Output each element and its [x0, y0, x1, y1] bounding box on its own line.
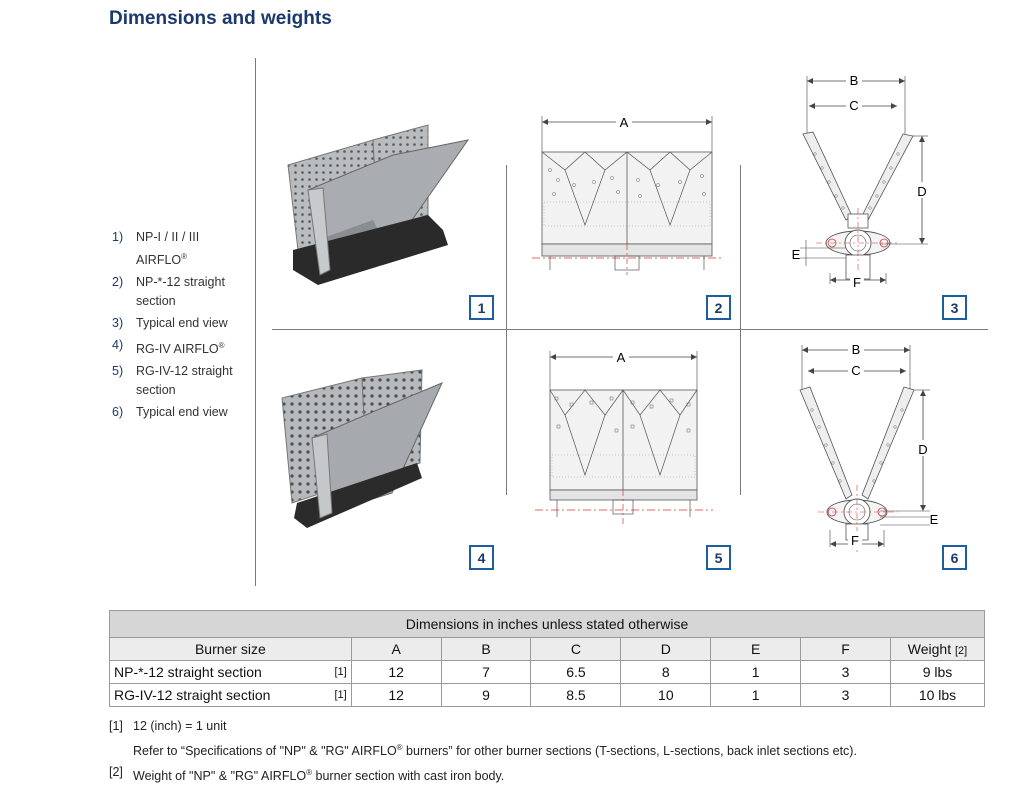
cell-a: 12	[350, 660, 442, 684]
footnote: [1] 12 (inch) = 1 unit	[109, 716, 989, 737]
dimension-label-b: B	[852, 342, 861, 357]
grid-divider-vertical	[740, 165, 741, 495]
legend-item: 6) Typical end view	[112, 403, 252, 422]
footnote-key: [1]	[109, 719, 123, 733]
legend-label: NP-*-12 straight section	[136, 275, 225, 309]
footnotes: [1] 12 (inch) = 1 unit Refer to “Specifi…	[109, 716, 989, 786]
np-end-view-drawing: B C D E F	[792, 72, 929, 290]
panel-number: 6	[942, 545, 967, 570]
dimension-label-a: A	[620, 115, 629, 130]
column-header: A	[350, 637, 442, 661]
burner-photo-rg	[281, 369, 443, 528]
dimension-label-a: A	[617, 350, 626, 365]
legend-number: 1)	[112, 230, 124, 244]
legend-number: 2)	[112, 275, 124, 290]
legend-number: 4)	[112, 338, 124, 353]
legend-number: 5)	[112, 364, 124, 379]
column-header: C	[530, 637, 622, 661]
column-header: D	[620, 637, 712, 661]
dimension-label-c: C	[851, 363, 860, 378]
dimension-label-e: E	[792, 247, 801, 262]
table-row: RG-IV-12 straight section [1] 12 9 8.5 10…	[109, 683, 985, 707]
rg-end-view-drawing: B C D E F	[799, 341, 939, 553]
dimension-label-b: B	[850, 73, 859, 88]
legend-item: 4) RG-IV AIRFLO®	[112, 336, 252, 359]
legend-label: Typical end view	[136, 405, 228, 420]
footnote: [2] Weight of "NP" & "RG" AIRFLO® burner…	[109, 762, 989, 786]
cell-b: 9	[440, 683, 532, 707]
registered-mark: ®	[181, 252, 188, 261]
cell-e: 1	[710, 683, 802, 707]
footnote-ref: [1]	[334, 689, 347, 701]
column-header-weight: Weight [2]	[890, 637, 985, 661]
legend-item: 5) RG-IV-12 straight section	[112, 362, 252, 400]
footnote-text: Refer to “Specifications of "NP" & "RG" …	[133, 743, 857, 759]
table-caption: Dimensions in inches unless stated other…	[109, 610, 985, 638]
panel-number: 2	[706, 295, 731, 320]
legend-label: Typical end view	[136, 316, 228, 331]
np-straight-section-drawing: A	[532, 113, 722, 275]
cell-c: 6.5	[530, 660, 622, 684]
legend-item: 1) NP-I / II / III AIRFLO®	[112, 228, 252, 270]
registered-mark: ®	[306, 768, 313, 778]
legend-label: NP-I / II / III AIRFLO	[136, 230, 200, 268]
cell-weight: 10 lbs	[890, 683, 985, 707]
footnote-ref: [2]	[955, 645, 968, 657]
legend-item: 3) Typical end view	[112, 314, 252, 333]
dimension-label-c: C	[849, 98, 858, 113]
cell-f: 3	[800, 660, 892, 684]
footnote-text: Weight of "NP" & "RG" AIRFLO® burner sec…	[133, 768, 505, 784]
cell-f: 3	[800, 683, 892, 707]
registered-mark: ®	[218, 341, 225, 351]
table-header-row: Burner size A B C D E F Weight [2]	[109, 637, 985, 661]
rg-straight-section-drawing: A	[535, 348, 713, 527]
grid-divider-horizontal	[272, 329, 988, 330]
column-header: F	[800, 637, 892, 661]
legend-item: 2) NP-*-12 straight section	[112, 273, 252, 311]
burner-photo-np	[287, 124, 470, 285]
cell-weight: 9 lbs	[890, 660, 985, 684]
column-header: B	[440, 637, 532, 661]
dimensions-table: Dimensions in inches unless stated other…	[109, 610, 985, 707]
grid-divider-vertical	[506, 165, 507, 495]
footnote-key: [2]	[109, 765, 123, 780]
footnote-ref: [1]	[334, 666, 347, 678]
footnote-text: 12 (inch) = 1 unit	[133, 719, 227, 733]
dimension-label-f: F	[851, 533, 859, 548]
panel-number: 5	[706, 545, 731, 570]
cell-c: 8.5	[530, 683, 622, 707]
dimension-label-d: D	[917, 184, 926, 199]
legend-label: RG-IV AIRFLO	[136, 342, 219, 357]
panel-number: 4	[469, 545, 494, 570]
figure-legend: 1) NP-I / II / III AIRFLO® 2) NP-*-12 st…	[112, 228, 252, 425]
cell-d: 8	[620, 660, 712, 684]
panel-number: 3	[942, 295, 967, 320]
legend-number: 6)	[112, 405, 124, 420]
burner-size: NP-*-12 straight section	[114, 664, 262, 680]
table-row: NP-*-12 straight section [1] 12 7 6.5 8 1…	[109, 660, 985, 684]
legend-number: 3)	[112, 316, 124, 331]
registered-mark: ®	[396, 743, 403, 752]
cell-e: 1	[710, 660, 802, 684]
column-header: E	[710, 637, 802, 661]
page-title: Dimensions and weights	[109, 8, 332, 29]
dimension-label-d: D	[918, 442, 927, 457]
cell-b: 7	[440, 660, 532, 684]
left-divider	[255, 58, 256, 586]
dimension-label-f: F	[853, 275, 861, 290]
burner-size: RG-IV-12 straight section	[114, 687, 271, 703]
cell-a: 12	[350, 683, 442, 707]
dimension-label-e: E	[930, 512, 939, 527]
legend-label: RG-IV-12 straight section	[136, 364, 233, 398]
cell-d: 10	[620, 683, 712, 707]
column-header: Burner size	[109, 637, 352, 661]
panel-number: 1	[469, 295, 494, 320]
